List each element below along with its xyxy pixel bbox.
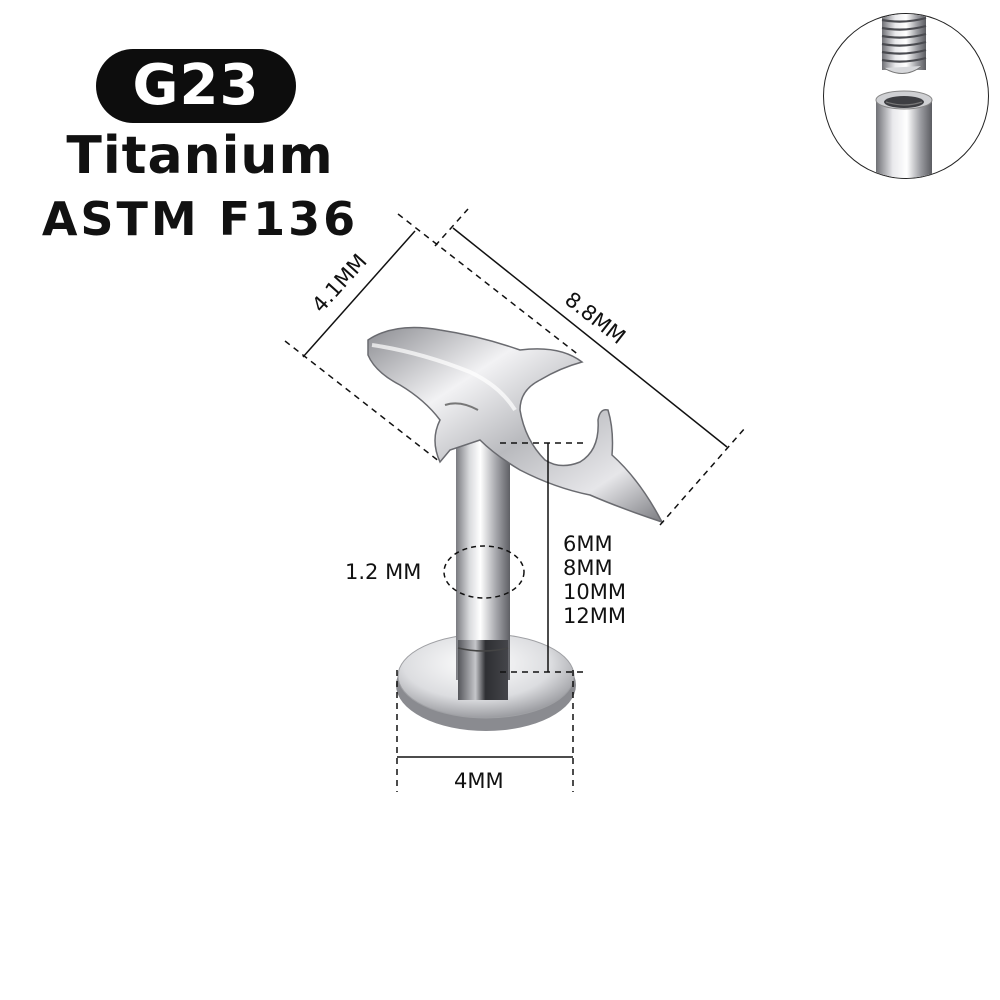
- thread-detail-icon: [875, 14, 933, 178]
- material-standard: ASTM F136: [41, 192, 359, 246]
- gauge-label: 1.2 MM: [345, 560, 422, 584]
- bar-length-list: 6MM 8MM 10MM 12MM: [563, 532, 626, 628]
- bar-length-option: 10MM: [563, 580, 626, 604]
- grade-badge: G23: [96, 49, 296, 123]
- bar-length-option: 12MM: [563, 604, 626, 628]
- disc-diameter-label: 4MM: [454, 769, 504, 793]
- labret-bar: [456, 430, 510, 700]
- material-name: Titanium: [66, 126, 334, 186]
- bar-length-option: 6MM: [563, 532, 613, 556]
- whale-top: [367, 326, 664, 524]
- bar-length-option: 8MM: [563, 556, 613, 580]
- thread-detail-inset: [823, 13, 989, 179]
- grade-label: G23: [132, 53, 260, 118]
- dimension-lines: [284, 208, 746, 792]
